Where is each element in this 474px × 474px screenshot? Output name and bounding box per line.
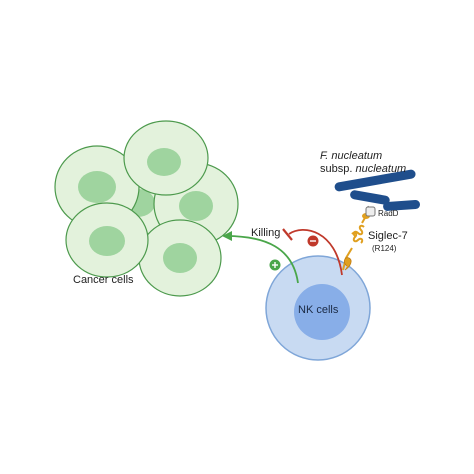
activation-arrow — [222, 231, 299, 284]
siglec7-label: Siglec-7 — [368, 230, 408, 242]
cancer-cell — [123, 120, 209, 196]
siglec7-variant-label: (R124) — [372, 244, 397, 253]
cancer-cell — [138, 219, 222, 297]
cancer-cell-cluster — [54, 120, 239, 297]
inhibition-arrow — [282, 228, 343, 276]
subspecies-prefix: subsp. — [320, 163, 356, 175]
activation-sign — [269, 259, 281, 271]
inhibition-sign — [307, 235, 319, 247]
bacterium — [334, 169, 416, 192]
bacterium — [350, 190, 390, 205]
killing-label: Killing — [251, 227, 281, 239]
radd-adhesin — [365, 205, 376, 217]
bacterium-label: F. nucleatum subsp. nucleatum — [320, 150, 406, 176]
bacterium-subspecies: subsp. nucleatum — [320, 163, 406, 176]
bacterium-genus-species: F. nucleatum — [320, 150, 383, 162]
siglec7-receptor — [342, 213, 370, 271]
cancer-cells-label: Cancer cells — [73, 274, 134, 286]
radd-label: RadD — [378, 209, 399, 218]
bacterium — [383, 199, 420, 211]
nk-cell — [265, 255, 371, 361]
subspecies-name: nucleatum — [355, 163, 407, 175]
nk-cells-label: NK cells — [298, 304, 339, 316]
cancer-cell — [65, 202, 149, 278]
